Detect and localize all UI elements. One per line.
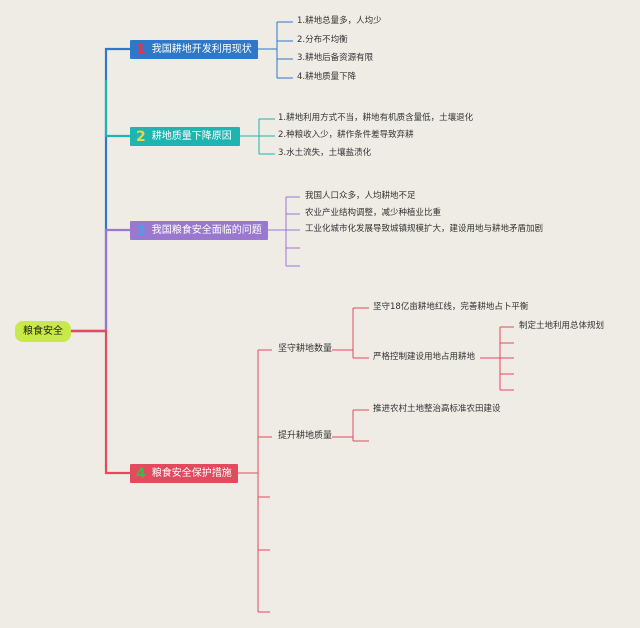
- b1-item-3[interactable]: 3.耕地后备资源有限: [297, 53, 374, 63]
- branch-number: 3: [136, 222, 146, 239]
- b2-item-3[interactable]: 3.水土流失，土壤盐渍化: [278, 148, 372, 158]
- b4-quantity-item-2[interactable]: 严格控制建设用地占用耕地: [373, 352, 476, 362]
- branch-node-2[interactable]: 2 耕地质量下降原因: [130, 127, 240, 146]
- b4-sub-quality[interactable]: 提升耕地质量: [278, 431, 333, 441]
- root-node[interactable]: 粮食安全: [15, 321, 71, 342]
- connector-b4-quality: [332, 409, 369, 442]
- connector-b3-items: [268, 196, 300, 267]
- b3-item-2[interactable]: 农业产业结构调整，减少种植业比重: [305, 208, 442, 218]
- b2-item-2[interactable]: 2.种粮收入少，耕作条件差导致弃耕: [278, 130, 414, 140]
- connector-b4-quantity: [332, 307, 369, 359]
- root-label: 粮食安全: [23, 325, 63, 337]
- branch-label: 我国粮食安全面临的问题: [151, 224, 262, 236]
- branch-number: 1: [136, 41, 146, 58]
- b1-item-4[interactable]: 4.耕地质量下降: [297, 72, 357, 82]
- branch-label: 我国耕地开发利用现状: [151, 43, 252, 55]
- b4-quality-item-1[interactable]: 推进农村土地整治高标准农田建设: [373, 404, 501, 414]
- b3-item-3[interactable]: 工业化城市化发展导致城镇规模扩大，建设用地与耕地矛盾加剧: [305, 224, 544, 234]
- connector-root-b2: [104, 80, 130, 138]
- branch-label: 粮食安全保护措施: [151, 467, 232, 479]
- branch-label: 耕地质量下降原因: [151, 130, 232, 142]
- b3-item-1[interactable]: 我国人口众多，人均耕地不足: [305, 191, 416, 201]
- branch-number: 4: [136, 465, 146, 482]
- connector-b4-items: [238, 349, 272, 613]
- branch-node-4[interactable]: 4 粮食安全保护措施: [130, 464, 238, 483]
- connector-root-b4: [71, 329, 130, 475]
- connector-b4-control: [480, 326, 514, 391]
- b4-sub-quantity[interactable]: 坚守耕地数量: [278, 344, 333, 354]
- branch-node-3[interactable]: 3 我国粮食安全面临的问题: [130, 221, 268, 240]
- connector-root-b3: [71, 228, 130, 333]
- b4-control-item-1[interactable]: 制定土地利用总体规划: [519, 321, 605, 331]
- connector-root-b1: [71, 47, 130, 333]
- b1-item-2[interactable]: 2.分布不均衡: [297, 35, 348, 45]
- branch-node-1[interactable]: 1 我国耕地开发利用现状: [130, 40, 258, 59]
- b1-item-1[interactable]: 1.耕地总量多，人均少: [297, 16, 382, 26]
- connector-b2-items: [240, 118, 275, 155]
- branch-number: 2: [136, 128, 146, 145]
- b2-item-1[interactable]: 1.耕地利用方式不当，耕地有机质含量低，土壤退化: [278, 113, 474, 123]
- connector-b1-items: [258, 21, 293, 79]
- b4-quantity-item-1[interactable]: 坚守18亿亩耕地红线，完善耕地占卜平衡: [373, 302, 529, 312]
